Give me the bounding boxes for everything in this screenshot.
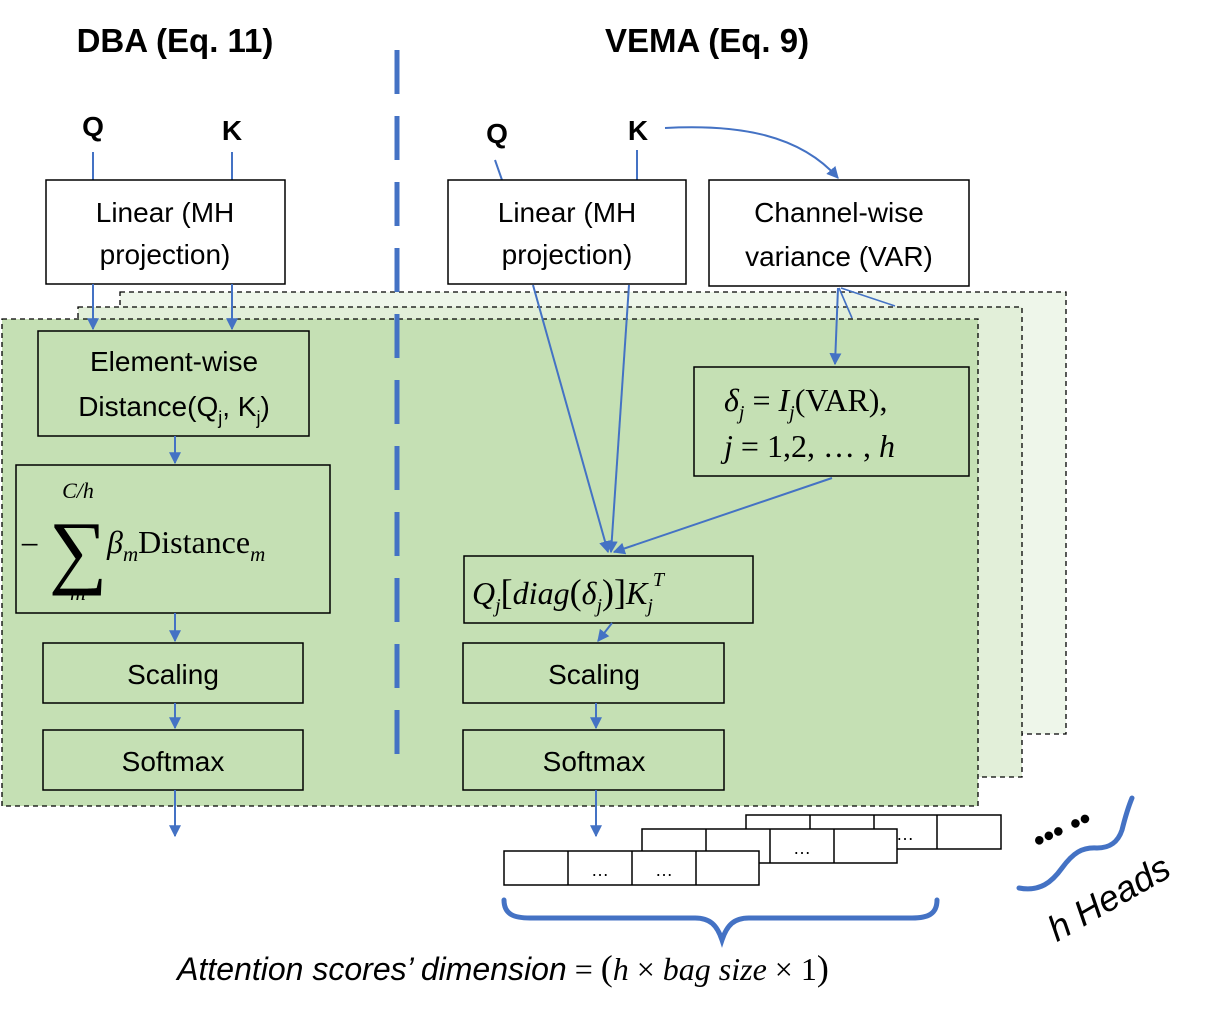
vema-qk-box: Qj[diag(δj)]KjT	[463, 555, 754, 624]
dba-k-label: K	[222, 115, 242, 146]
heads-label: h Heads	[1040, 847, 1177, 950]
vema-q-label: Q	[486, 118, 508, 149]
dba-distance-line1: Element-wise	[90, 346, 258, 377]
vema-var-branch-2	[840, 287, 896, 307]
vema-arrow-qk-scaling	[597, 622, 613, 642]
heads-brace	[1016, 795, 1135, 892]
vema-k-label: K	[628, 115, 648, 146]
vema-arrow-linear2-qk	[605, 284, 630, 554]
dba-title: DBA (Eq. 11)	[77, 22, 274, 59]
head-array-front: … …	[503, 850, 760, 886]
vema-softmax-box: Softmax	[462, 729, 725, 791]
sum-minus: −	[20, 527, 39, 564]
sum-lower: m	[70, 580, 86, 605]
vema-k-to-var-arrow	[664, 126, 839, 179]
dba-linear-box: Linear (MH projection)	[45, 179, 286, 285]
vema-var-box: Channel-wise variance (VAR)	[708, 179, 970, 287]
delta-line2: j = 1,2, … , h	[720, 428, 895, 464]
head-array-front-ellipsis-2: …	[655, 860, 673, 880]
vema-softmax-label: Softmax	[543, 746, 646, 777]
vema-arrow-var-delta	[829, 287, 842, 366]
vema-scaling-label: Scaling	[548, 659, 640, 690]
dba-sum-box: − C/h ∑ m βmDistancem	[15, 464, 331, 614]
vema-title: VEMA (Eq. 9)	[605, 22, 809, 59]
head-array-mid-ellipsis: …	[793, 838, 811, 858]
dba-q-label: Q	[82, 111, 104, 142]
sum-expression: βmDistancem	[106, 524, 265, 566]
dba-distance-box: Element-wise Distance(Qj, Kj)	[37, 330, 310, 437]
bag-brace	[501, 897, 940, 948]
dba-distance-line2: Distance(Qj, Kj)	[78, 391, 270, 428]
vema-var-line2: variance (VAR)	[745, 241, 933, 272]
head-array-mid: …	[641, 828, 898, 864]
vema-scaling-box: Scaling	[462, 642, 725, 704]
dba-softmax-box: Softmax	[42, 729, 304, 791]
vema-arrow-delta-qk	[612, 477, 833, 555]
vema-var-line1: Channel-wise	[754, 197, 924, 228]
dba-softmax-label: Softmax	[122, 746, 225, 777]
caption: Attention scores’ dimension = (h × bag s…	[175, 948, 829, 988]
delta-line1: δj = Ij(VAR),	[724, 382, 887, 424]
vema-linear-line2: projection)	[502, 239, 633, 270]
dba-scaling-box: Scaling	[42, 642, 304, 704]
vema-q-line	[494, 159, 503, 181]
vema-delta-box: δj = Ij(VAR), j = 1,2, … , h	[693, 366, 970, 477]
vema-var-branch-1	[838, 287, 853, 319]
vema-linear-box: Linear (MH projection)	[447, 179, 687, 285]
head-array-front-ellipsis-1: …	[591, 860, 609, 880]
sum-sigma: ∑	[49, 505, 107, 596]
vema-arrow-linear1-qk	[532, 284, 611, 554]
dba-scaling-label: Scaling	[127, 659, 219, 690]
sum-upper: C/h	[62, 478, 94, 503]
head-array-back-ellipsis: …	[896, 824, 914, 844]
vema-linear-line1: Linear (MH	[498, 197, 636, 228]
qk-formula: Qj[diag(δj)]KjT	[472, 569, 666, 617]
dba-linear-line1: Linear (MH	[96, 197, 234, 228]
dba-linear-line2: projection)	[100, 239, 231, 270]
